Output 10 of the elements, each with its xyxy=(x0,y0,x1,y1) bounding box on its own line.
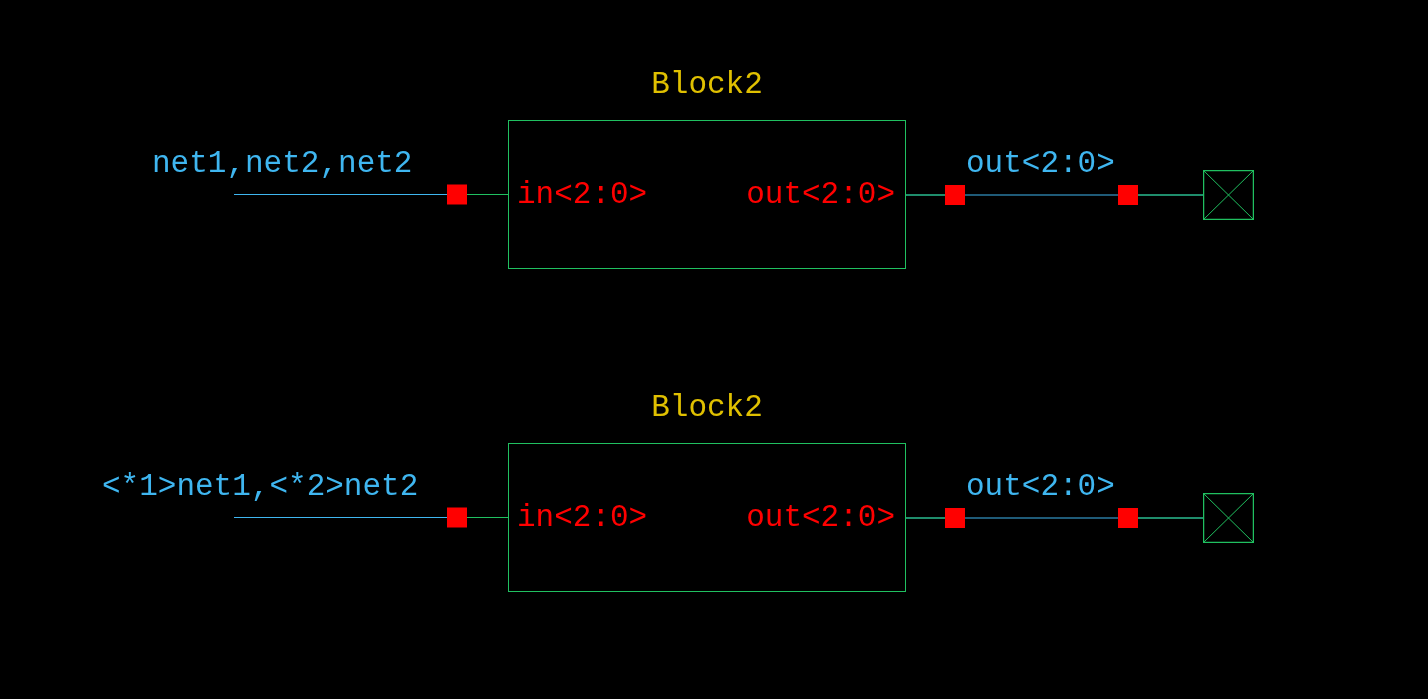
pin-name: out<2:0> xyxy=(746,500,895,535)
pin-name: in<2:0> xyxy=(517,500,648,535)
wire xyxy=(905,508,1204,528)
pin-name: in<2:0> xyxy=(517,177,648,212)
wire xyxy=(905,185,1204,205)
wire xyxy=(233,507,509,528)
pin-name: out<2:0> xyxy=(746,177,895,212)
wire xyxy=(233,184,509,205)
block-name: Block2 xyxy=(650,390,764,425)
block-name: Block2 xyxy=(650,67,764,102)
